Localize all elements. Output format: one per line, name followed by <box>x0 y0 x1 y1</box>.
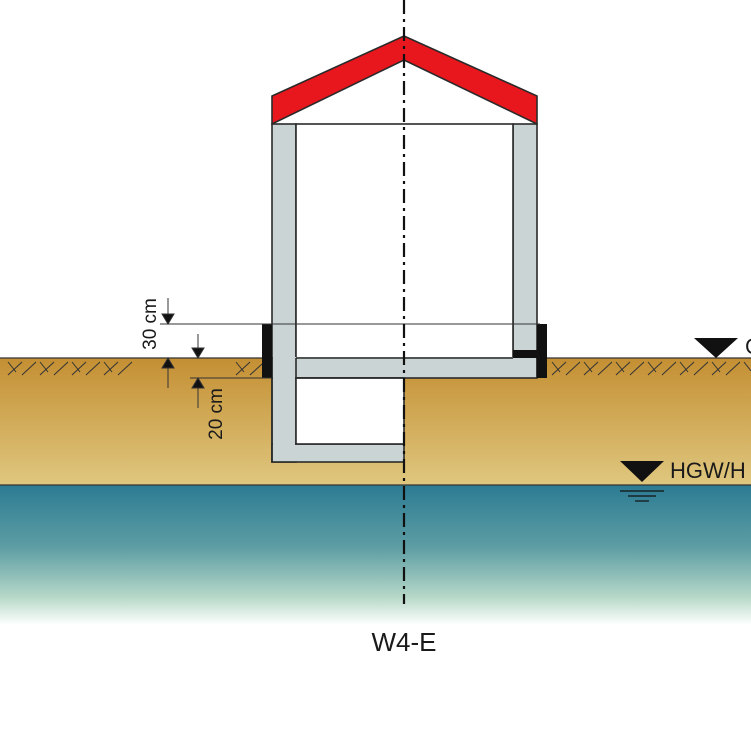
basement-room <box>295 377 405 445</box>
dimension-label-30cm: 30 cm <box>140 298 161 350</box>
right-wall <box>512 123 538 357</box>
left-wall <box>271 123 297 463</box>
seal-right-floor <box>513 350 537 358</box>
terrain-level-label: G <box>745 334 751 359</box>
building-structure <box>271 123 538 463</box>
dimension-lines <box>160 298 540 408</box>
seal-right <box>537 324 547 378</box>
groundwater-level-label: HGW/H <box>670 458 746 483</box>
soil-hatching-left <box>7 361 263 376</box>
seal-left <box>262 324 272 378</box>
terrain-level-marker-icon <box>694 338 738 358</box>
groundwater-level-marker-icon <box>620 461 664 482</box>
water-level-lines <box>620 490 664 502</box>
section-caption: W4-E <box>372 627 437 657</box>
groundwater-layer <box>0 485 751 625</box>
dimension-label-20cm: 20 cm <box>206 388 227 440</box>
interior-room <box>295 123 514 359</box>
basement-floor <box>271 443 405 463</box>
soil-hatching-right <box>551 361 751 376</box>
